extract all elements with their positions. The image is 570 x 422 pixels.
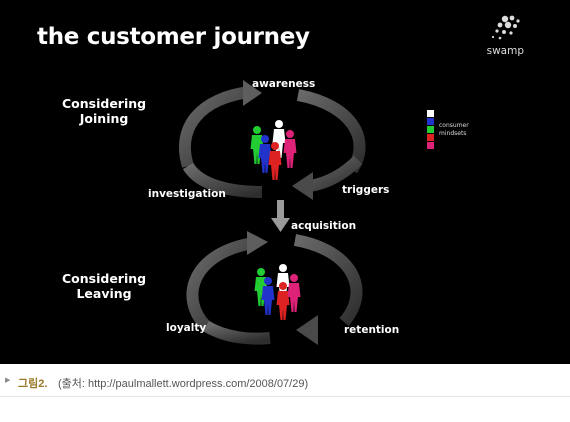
legend-label: consumer mindsets [439,122,469,138]
joining-cycle [178,80,366,200]
people-group-top [250,120,297,180]
stage-retention: retention [344,324,400,336]
section-leaving-line1: Considering [62,271,147,286]
legend-swatch [427,126,434,133]
caption-divider [0,396,570,397]
legend-swatch [427,142,434,149]
person-icon [258,135,272,173]
cycle-arrowhead-lower-top [247,231,268,255]
legend-line1: consumer [439,122,469,129]
caption-source: (출처: http://paulmallett.wordpress.com/20… [58,378,309,390]
slide: the customer journey swamp Considering J… [0,0,570,364]
swamp-logo-icon [491,15,520,40]
legend-line2: mindsets [439,130,467,137]
stage-investigation: investigation [148,188,226,200]
cycle-arc-lower-bottom [202,320,271,345]
stage-acquisition: acquisition [291,220,357,232]
section-joining-line2: Joining [79,111,129,126]
cycle-arc-lower-right [293,234,363,326]
person-icon [261,277,275,315]
person-icon [276,282,290,320]
person-icon [283,130,297,168]
acquisition-arrow [271,200,290,232]
person-icon [287,274,301,312]
stage-awareness: awareness [252,78,316,90]
caption-figure-label: 그림2. [18,378,48,390]
cycle-arrowhead-top [243,80,262,106]
caption-bullet-icon: ▶ [5,377,11,384]
cycle-arc-top-left [178,86,251,168]
legend-swatch [427,118,434,125]
stage-loyalty: loyalty [166,322,207,334]
person-icon [254,268,268,306]
person-icon [250,126,264,164]
cycle-arc-bottom [182,162,263,198]
section-leaving-line2: Leaving [76,286,132,301]
slide-title: the customer journey [37,24,310,50]
legend-swatches [427,110,434,149]
section-joining-line1: Considering [62,96,147,111]
cycle-arrowhead-right [292,172,313,200]
brand-name: swamp [486,45,524,57]
stage-triggers: triggers [342,184,390,196]
leaving-cycle [186,231,363,345]
section-considering-joining: Considering Joining [62,96,146,126]
person-icon [268,142,282,180]
person-icon [272,120,286,158]
legend-swatch [427,110,434,117]
cycle-arc-lower-left [186,238,250,331]
legend-swatch [427,134,434,141]
cycle-arrowhead-lower-bottom [296,315,318,345]
journey-cycles [178,15,520,345]
people-group-bottom [254,264,301,320]
section-considering-leaving: Considering Leaving [62,271,146,301]
cycle-arc-top-right [296,89,366,174]
cycle-arc-right [308,155,363,192]
